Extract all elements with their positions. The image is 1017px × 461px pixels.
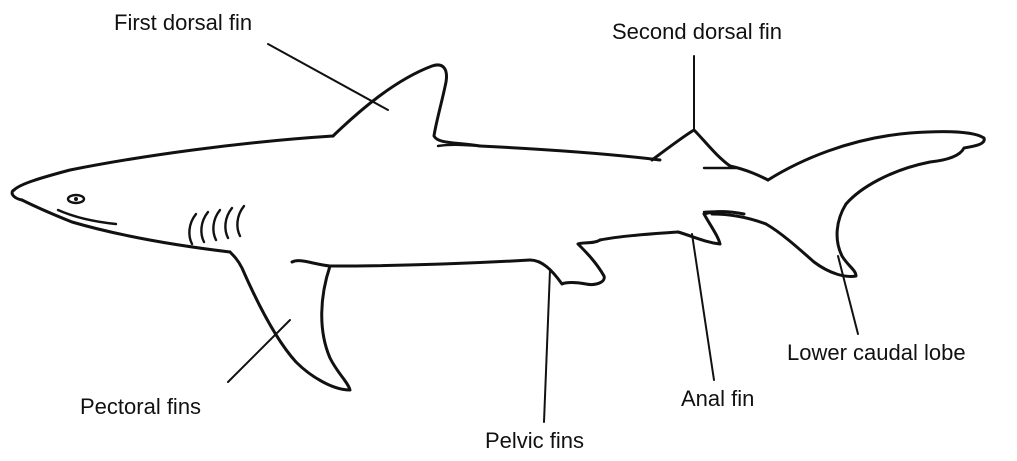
second-dorsal-fin-shape bbox=[652, 130, 730, 166]
label-lower-caudal-lobe: Lower caudal lobe bbox=[787, 340, 966, 365]
leader-lower-caudal bbox=[838, 256, 858, 334]
leader-pectoral bbox=[228, 320, 290, 382]
gill-slit bbox=[225, 208, 232, 238]
first-dorsal-fin-trailing-edge bbox=[438, 145, 480, 146]
gill-slit bbox=[213, 210, 220, 240]
lower-caudal-lobe-shape bbox=[766, 204, 856, 276]
dorsal-profile-mid bbox=[480, 146, 660, 160]
belly-rear bbox=[600, 232, 678, 240]
gill-slit bbox=[201, 212, 208, 242]
gill-slit bbox=[189, 214, 196, 244]
leader-first-dorsal bbox=[268, 44, 388, 110]
label-pectoral-fins: Pectoral fins bbox=[80, 394, 201, 419]
caudal-peduncle-top bbox=[730, 166, 768, 180]
upper-caudal-lobe bbox=[768, 132, 984, 204]
label-second-dorsal-fin: Second dorsal fin bbox=[612, 19, 782, 44]
leader-anal bbox=[692, 234, 714, 380]
first-dorsal-fin-shape bbox=[333, 65, 480, 146]
label-first-dorsal-fin: First dorsal fin bbox=[114, 10, 252, 35]
gill-slit bbox=[237, 206, 244, 236]
pelvic-fin-shape bbox=[530, 240, 604, 285]
head-underside bbox=[22, 200, 230, 252]
dorsal-profile-front bbox=[14, 136, 333, 190]
belly-mid bbox=[292, 260, 530, 266]
snout bbox=[12, 190, 22, 200]
eye-pupil bbox=[74, 197, 78, 201]
label-anal-fin: Anal fin bbox=[681, 386, 754, 411]
leader-pelvic bbox=[544, 270, 550, 422]
caudal-peduncle-bottom bbox=[712, 214, 766, 224]
mouth-line bbox=[58, 210, 116, 224]
gill-slits bbox=[189, 206, 244, 244]
leader-lines bbox=[228, 44, 858, 422]
label-pelvic-fins: Pelvic fins bbox=[485, 428, 584, 453]
